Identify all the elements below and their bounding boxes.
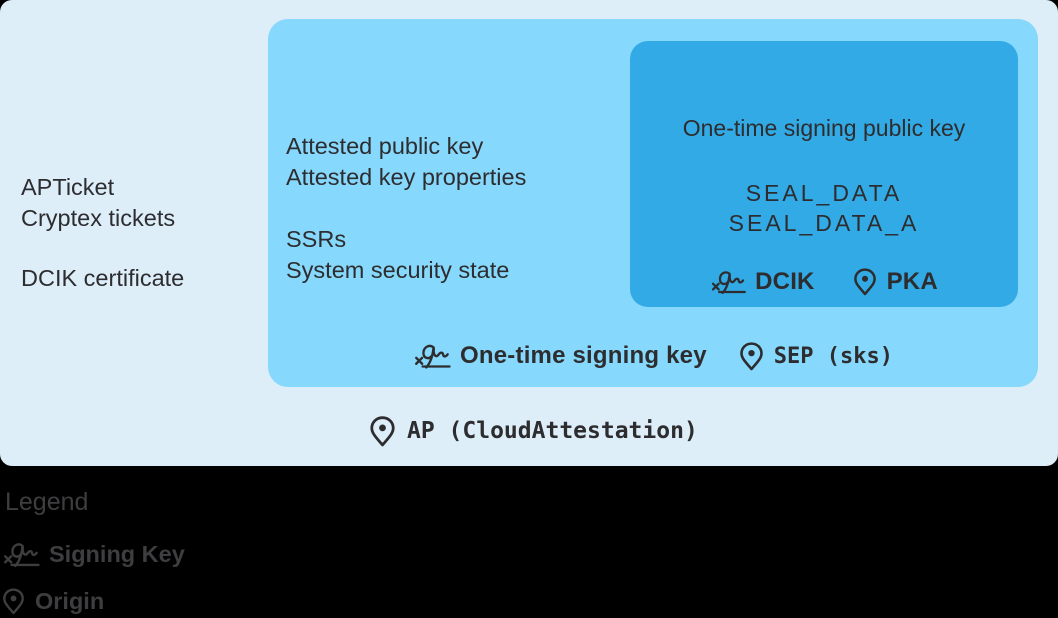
middle-badge-row: One-time signing key SEP (sks) bbox=[268, 337, 1038, 375]
sep-origin-badge: SEP (sks) bbox=[739, 341, 893, 372]
origin-pin-icon bbox=[370, 415, 395, 446]
middle-content-list: Attested public key Attested key propert… bbox=[286, 131, 526, 193]
origin-label: SEP (sks) bbox=[773, 343, 893, 369]
signature-icon bbox=[712, 271, 747, 294]
origin-pin-icon bbox=[739, 341, 763, 370]
legend: Legend Signing Key Origin bbox=[0, 466, 1058, 618]
middle-content-list-2: SSRs System security state bbox=[286, 224, 509, 286]
seal-register: SEAL_DATA_A bbox=[728, 210, 920, 236]
seal-register: SEAL_DATA bbox=[745, 180, 903, 206]
pka-origin-badge: PKA bbox=[853, 267, 938, 297]
outer-input-list-2: DCIK certificate bbox=[21, 263, 184, 294]
inner-badge-row: DCIK PKA bbox=[630, 261, 1018, 303]
middle-content-item: Attested public key bbox=[286, 133, 484, 159]
ap-origin-badge: AP (CloudAttestation) bbox=[369, 412, 698, 450]
one-time-signing-key-badge: One-time signing key bbox=[413, 340, 707, 372]
seal-registers: SEAL_DATA SEAL_DATA_A bbox=[630, 178, 1018, 238]
legend-item-signing-key: Signing Key bbox=[2, 536, 185, 572]
signature-icon bbox=[4, 542, 40, 567]
inner-box-title: One-time signing public key bbox=[682, 115, 966, 141]
legend-item-origin: Origin bbox=[2, 584, 104, 618]
middle-content-item: Attested key properties bbox=[286, 164, 527, 190]
middle-content-item: System security state bbox=[286, 257, 510, 283]
outer-input-list: APTicket Cryptex tickets bbox=[21, 172, 175, 234]
legend-item-label: Origin bbox=[35, 587, 105, 614]
outer-input-item: Cryptex tickets bbox=[21, 205, 176, 231]
signature-icon bbox=[415, 344, 451, 369]
origin-label: AP (CloudAttestation) bbox=[407, 418, 698, 444]
dcik-signing-key-badge: DCIK bbox=[710, 267, 814, 297]
legend-item-label: Signing Key bbox=[49, 540, 185, 567]
signing-key-label: One-time signing key bbox=[460, 342, 707, 369]
origin-pin-icon bbox=[3, 587, 24, 614]
outer-input-item: DCIK certificate bbox=[21, 265, 185, 291]
origin-label: PKA bbox=[886, 268, 938, 295]
one-time-signing-public-key-box: One-time signing public key SEAL_DATA SE… bbox=[630, 41, 1018, 307]
legend-title: Legend bbox=[5, 488, 89, 516]
middle-content-item: SSRs bbox=[286, 226, 347, 252]
ap-cloudattestation-box: APTicket Cryptex tickets DCIK certificat… bbox=[0, 0, 1058, 466]
origin-pin-icon bbox=[853, 268, 876, 296]
signing-key-label: DCIK bbox=[755, 268, 815, 295]
one-time-signing-key-box: Attested public key Attested key propert… bbox=[268, 19, 1038, 387]
outer-input-item: APTicket bbox=[21, 174, 115, 200]
